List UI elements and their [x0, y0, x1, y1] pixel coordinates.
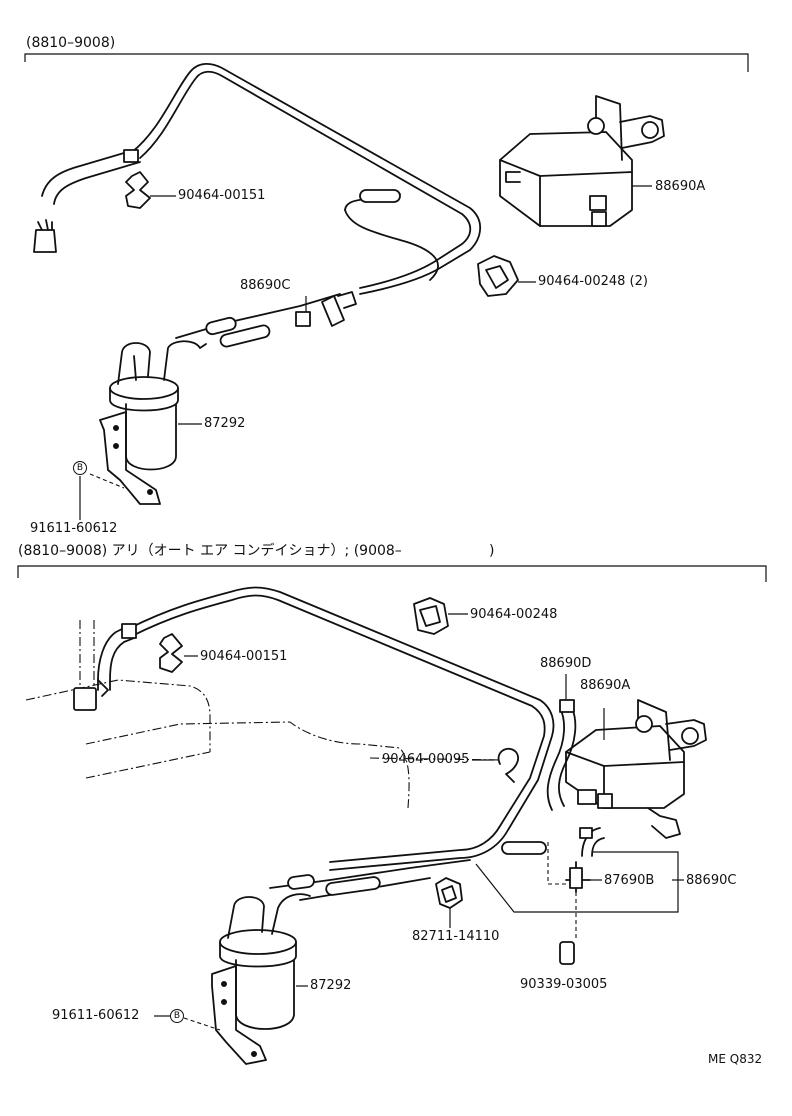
part-label-canister-lower: 87292 — [310, 978, 352, 993]
vsv-lower — [565, 699, 707, 839]
vacuum-tube-lower — [129, 586, 555, 871]
bolt-marker-upper: B — [73, 461, 87, 475]
clip-b-lower — [497, 747, 519, 783]
hose-c-lower — [269, 859, 471, 901]
part-label-vsv-lower: 88690A — [580, 678, 631, 693]
part-label-clamp-upper: 90464-00248 (2) — [538, 274, 648, 289]
body-outline — [25, 679, 501, 809]
part-label-clip-b: 90464-00095 — [382, 752, 470, 767]
part-label-canister-upper: 87292 — [204, 416, 246, 431]
bolt-leader-upper — [89, 473, 125, 489]
part-label-clamp-b: 82711-14110 — [412, 929, 500, 944]
clip-upper — [125, 171, 151, 209]
vacuum-tube-upper — [131, 63, 482, 295]
hose-upper-left — [41, 149, 141, 205]
section-1-drawing — [24, 53, 749, 520]
part-label-bolt-lower: 91611-60612 — [52, 1008, 140, 1023]
part-label-clip-lower: 90464-00151 — [200, 649, 288, 664]
part-label-clamp-lower: 90464-00248 — [470, 607, 558, 622]
canister-lower — [211, 893, 311, 1065]
part-label-clip-upper: 90464-00151 — [178, 188, 266, 203]
vsv-upper — [499, 95, 665, 227]
clamp-upper — [477, 255, 519, 297]
section-2-bracket — [17, 565, 767, 582]
tee-lower — [547, 827, 605, 940]
part-label-plug: 90339-03005 — [520, 977, 608, 992]
part-label-bolt-upper: 91611-60612 — [30, 521, 118, 536]
hose-c-upper — [175, 291, 357, 348]
part-label-hose-d: 88690D — [540, 656, 592, 671]
hose-lower-left — [73, 620, 137, 711]
clip-lower — [159, 633, 183, 673]
clamp-lower — [413, 597, 449, 635]
clamp-b-lower — [435, 877, 463, 909]
section-1-bracket — [24, 53, 749, 72]
section-1-header: (8810–9008) — [26, 35, 116, 51]
bolt-marker-lower: B — [170, 1009, 184, 1023]
part-label-hose-c-upper: 88690C — [240, 278, 291, 293]
diagram-code: ME Q832 — [708, 1052, 763, 1066]
part-label-tee: 87690B — [604, 873, 655, 888]
hose-c-bracket — [475, 851, 679, 913]
part-label-vsv-upper: 88690A — [655, 179, 706, 194]
canister-upper — [99, 340, 207, 505]
part-label-hose-c-lower: 88690C — [686, 873, 737, 888]
bolt-leader-lower — [183, 1017, 221, 1031]
fitting-upper-left — [33, 219, 57, 253]
section-2-drawing — [17, 565, 767, 1065]
plug-lower — [559, 941, 575, 965]
section-2-header: (8810–9008) アリ（オート エア コンデイショナ）; (9008– — [18, 543, 402, 559]
section-2-header-close: ) — [489, 543, 495, 559]
